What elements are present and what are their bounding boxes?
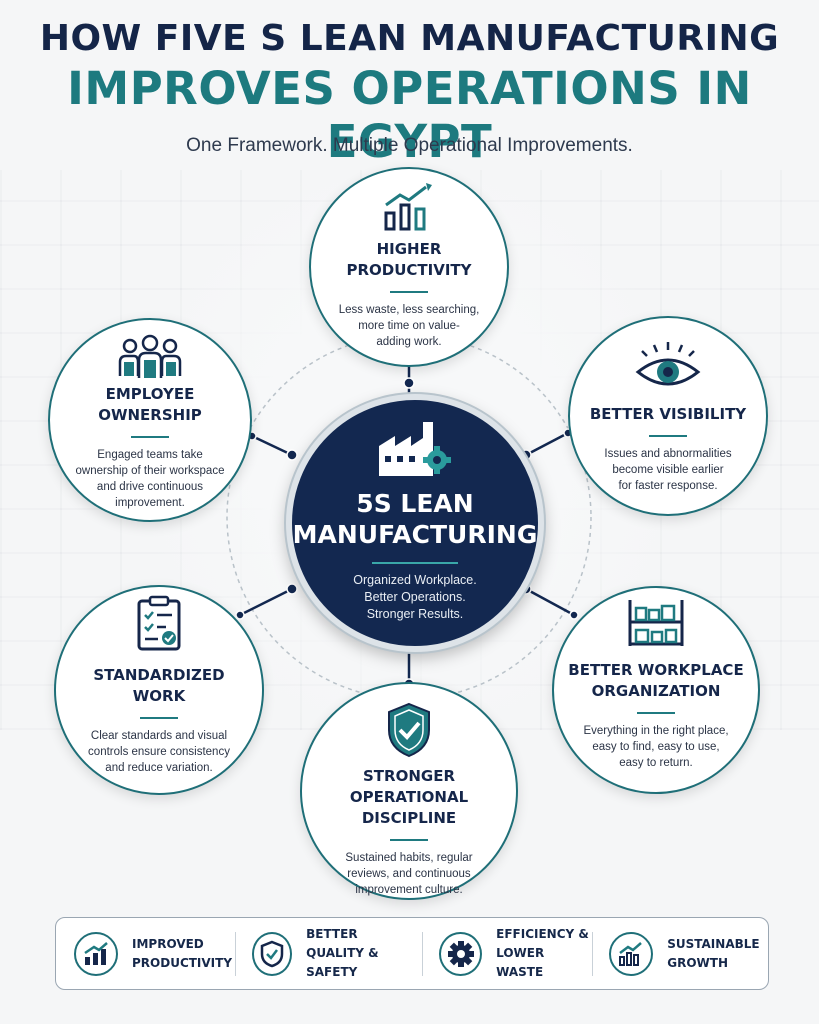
divider	[131, 436, 169, 438]
shield-check-icon	[388, 702, 430, 758]
bar-chart-up-icon	[74, 931, 118, 976]
hub-desc-line1: Organized Workplace.	[353, 573, 477, 587]
shield-check-icon	[251, 931, 293, 976]
benefit-title: BETTER WORKPLACE ORGANIZATION	[568, 661, 744, 700]
benefit-title: HIGHER PRODUCTIVITY	[346, 240, 472, 279]
hub-desc-line2: Better Operations.	[364, 590, 466, 604]
divider	[140, 717, 178, 719]
center-hub: 5S LEAN MANUFACTURING Organized Workplac…	[286, 394, 544, 652]
hub-title: 5S LEAN MANUFACTURING	[293, 488, 538, 550]
clipboard-checklist-icon	[137, 595, 181, 651]
benefit-better-visibility: BETTER VISIBILITY Issues and abnormaliti…	[568, 316, 768, 516]
divider	[390, 839, 428, 841]
summary-label: BETTER QUALITY & SAFETY	[306, 927, 379, 979]
gear-icon	[439, 931, 483, 976]
summary-bar: IMPROVED PRODUCTIVITY BETTER QUALITY & S…	[55, 917, 769, 990]
page-title-line1: HOW FIVE S LEAN MANUFACTURING	[39, 18, 780, 59]
benefit-operational-discipline: STRONGER OPERATIONAL DISCIPLINE Sustaine…	[300, 682, 518, 900]
divider	[637, 712, 675, 714]
benefit-title: STRONGER OPERATIONAL DISCIPLINE	[349, 767, 469, 827]
benefit-title: BETTER VISIBILITY	[589, 405, 747, 423]
benefit-workplace-organization: BETTER WORKPLACE ORGANIZATION Everything…	[552, 586, 760, 794]
page-title-line2: IMPROVES OPERATIONS IN EGYPT	[67, 62, 752, 168]
benefit-description: Sustained habits, regular reviews, and c…	[345, 852, 473, 896]
hub-title-line1: 5S LEAN	[356, 489, 474, 518]
separator	[422, 931, 424, 976]
summary-label: SUSTAINABLE GROWTH	[667, 936, 760, 970]
growth-chart-icon	[609, 931, 654, 976]
team-icon	[118, 334, 182, 378]
growth-chart-icon	[384, 183, 432, 231]
shelving-icon	[628, 600, 684, 646]
hub-description: Organized Workplace. Better Operations. …	[353, 572, 476, 623]
summary-label: IMPROVED PRODUCTIVITY	[132, 936, 233, 970]
divider	[649, 435, 687, 437]
benefit-description: Everything in the right place, easy to f…	[583, 725, 729, 769]
summary-item-productivity: IMPROVED PRODUCTIVITY	[74, 918, 235, 989]
benefit-employee-ownership: EMPLOYEE OWNERSHIP Engaged teams take ow…	[48, 318, 252, 522]
summary-item-quality-safety: BETTER QUALITY & SAFETY	[251, 918, 423, 989]
summary-label: EFFICIENCY & LOWER WASTE	[496, 927, 589, 979]
benefit-title: STANDARDIZED WORK	[93, 666, 225, 705]
benefit-description: Issues and abnormalities become visible …	[604, 448, 732, 492]
summary-item-growth: SUSTAINABLE GROWTH	[609, 918, 768, 989]
benefit-description: Less waste, less searching, more time on…	[338, 304, 480, 348]
factory-gear-icon	[379, 422, 451, 476]
benefit-title: EMPLOYEE OWNERSHIP	[98, 385, 202, 424]
hub-desc-line3: Stronger Results.	[366, 607, 464, 621]
benefit-description: Engaged teams take ownership of their wo…	[75, 449, 225, 509]
divider	[390, 291, 428, 293]
hub-divider	[372, 562, 458, 564]
hub-title-line2: MANUFACTURING	[292, 520, 538, 549]
summary-item-efficiency: EFFICIENCY & LOWER WASTE	[439, 918, 592, 989]
page-subtitle: One Framework. Multiple Operational Impr…	[186, 135, 633, 156]
separator	[592, 931, 594, 976]
eye-icon	[635, 342, 701, 386]
benefit-description: Clear standards and visual controls ensu…	[88, 730, 230, 774]
benefit-standardized-work: STANDARDIZED WORK Clear standards and vi…	[54, 585, 264, 795]
benefit-higher-productivity: HIGHER PRODUCTIVITY Less waste, less sea…	[309, 167, 509, 367]
separator	[234, 931, 236, 976]
